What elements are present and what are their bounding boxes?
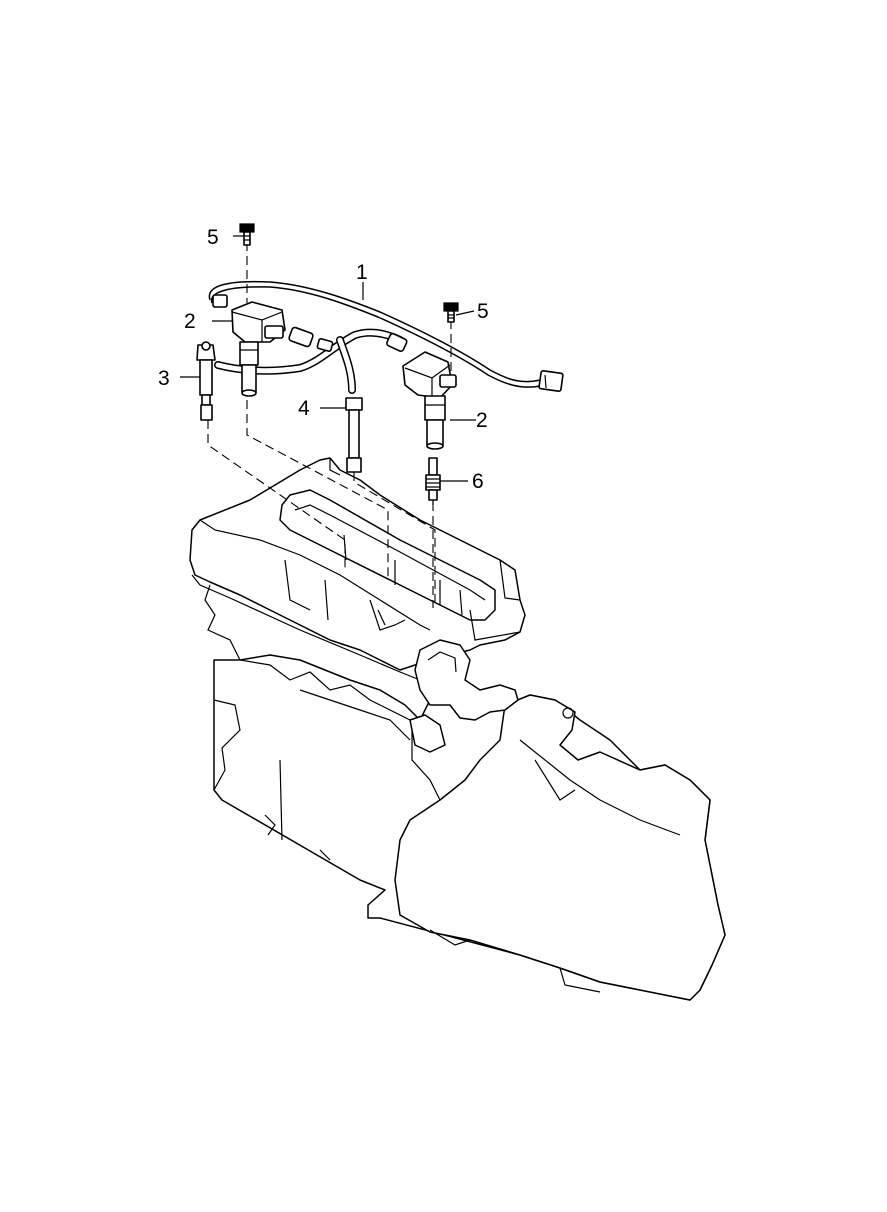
callout-leaders — [180, 235, 476, 482]
callout-lead-center: 4 — [298, 397, 310, 420]
callout-coil-right: 2 — [476, 409, 488, 432]
install-guide-lines — [207, 242, 452, 608]
bolt-right — [443, 302, 459, 323]
wiring-harness — [208, 280, 564, 394]
callout-bolt-right: 5 — [477, 300, 489, 323]
engine-block — [189, 457, 726, 1001]
callout-lead-left: 3 — [158, 367, 170, 390]
ignition-coil-right — [402, 351, 457, 450]
ht-lead-center — [345, 397, 363, 473]
callout-spark-plug: 6 — [472, 470, 484, 493]
callout-coil-left: 2 — [184, 310, 196, 333]
callout-numbers: 1 2 2 3 4 5 5 6 — [158, 226, 489, 493]
callout-bolt-left: 5 — [207, 226, 219, 249]
bolt-left — [239, 223, 255, 246]
ignition-coil-left — [231, 301, 286, 397]
callout-harness: 1 — [356, 261, 368, 284]
spark-plug — [425, 457, 441, 505]
ht-lead-left — [196, 341, 216, 421]
